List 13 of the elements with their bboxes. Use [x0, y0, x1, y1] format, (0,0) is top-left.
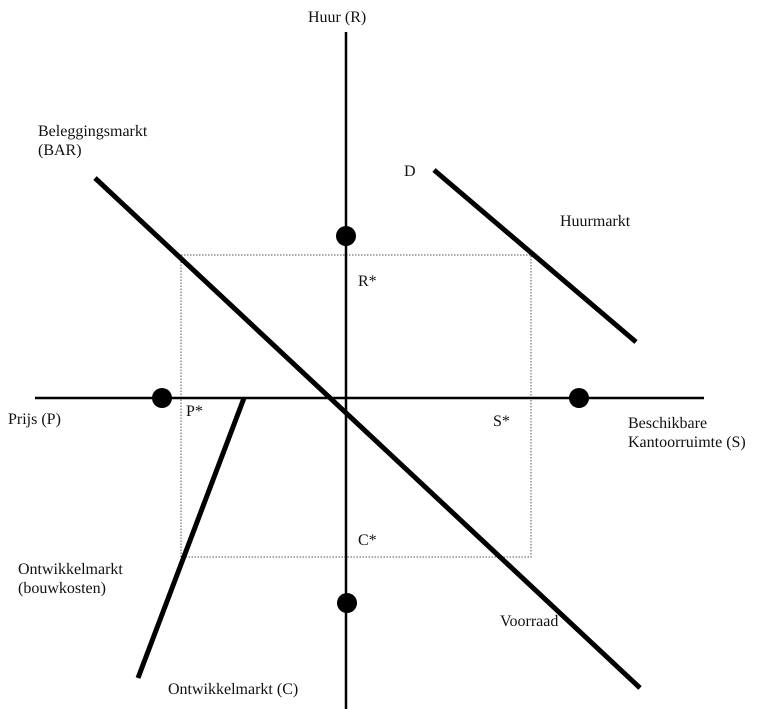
curve-label: Beleggingsmarkt (BAR): [38, 122, 148, 160]
curve-label: Ontwikkelmarkt (bouwkosten): [18, 560, 124, 598]
axis-label: Huur (R): [308, 8, 366, 27]
axis-label: Beschikbare Kantoorruimte (S): [628, 414, 747, 452]
equilibrium-label: S*: [493, 412, 510, 431]
axis-label: Prijs (P): [8, 410, 61, 429]
equilibrium-label: P*: [186, 402, 203, 421]
curve-label: Voorraad: [500, 612, 558, 631]
curve-label: D: [404, 162, 416, 181]
equilibrium-label: R*: [358, 272, 377, 291]
curve-label: Huurmarkt: [560, 212, 630, 231]
equilibrium-label: C*: [358, 531, 377, 550]
axis-label: Ontwikkelmarkt (C): [168, 680, 298, 699]
